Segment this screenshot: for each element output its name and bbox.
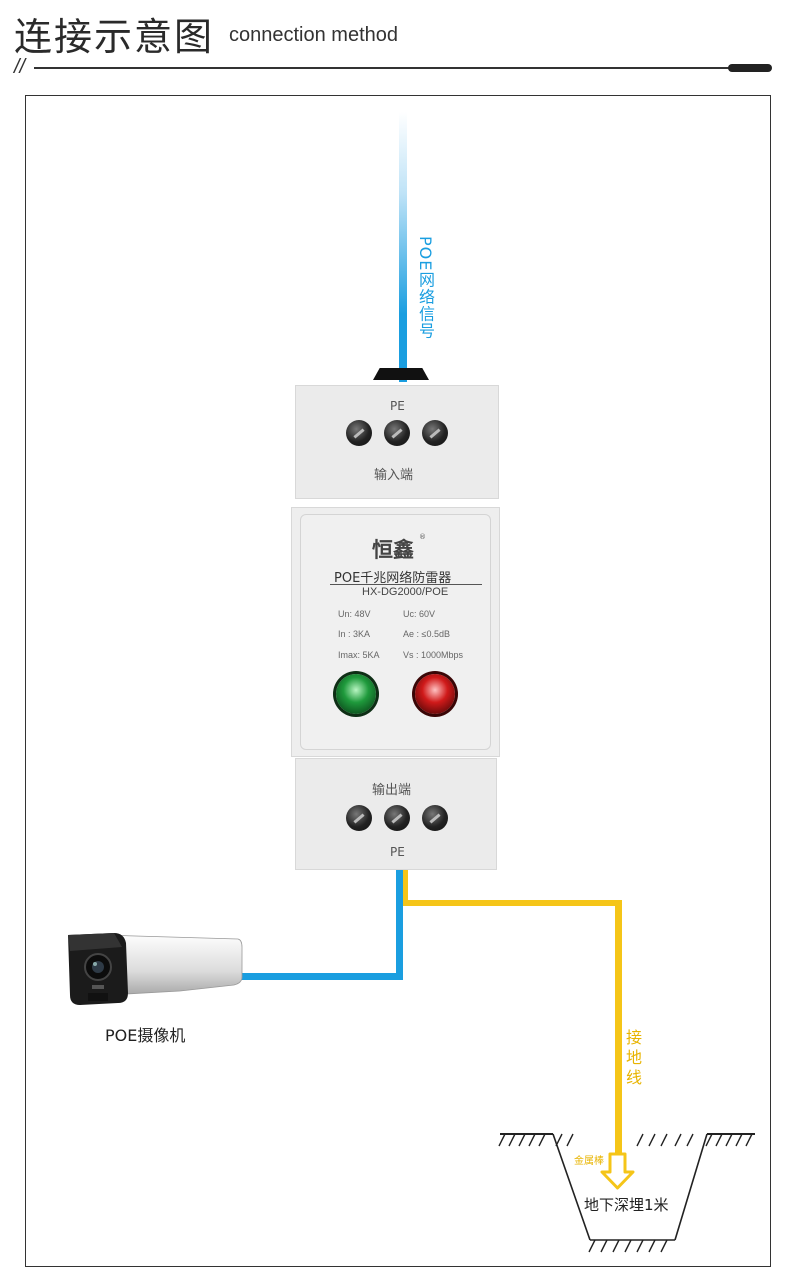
input-terminal-block: PE 输入端	[295, 385, 499, 499]
ground-wire-vertical	[615, 900, 622, 1155]
spec-uc: Uc: 60V	[403, 609, 436, 619]
signal-wire-down	[396, 870, 403, 980]
metal-rod-label: 金属棒	[574, 1156, 604, 1167]
input-port-label: 输入端	[374, 468, 414, 483]
output-terminal-3	[422, 805, 448, 831]
output-pe-label: PE	[390, 845, 405, 859]
surge-protector-body: 恒鑫 ® POE千兆网络防雷器 HX-DG2000/POE Un: 48V Uc…	[291, 507, 500, 757]
spec-vs: Vs : 1000Mbps	[403, 650, 464, 660]
inner-panel	[300, 514, 491, 750]
header-rule	[34, 67, 734, 69]
signal-wire-top	[399, 112, 407, 382]
signal-label: POE网络信号	[416, 236, 435, 340]
depth-label: 地下深埋1米	[584, 1196, 669, 1214]
output-terminal-2	[384, 805, 410, 831]
ground-wire-label: 接地线	[626, 1028, 643, 1087]
header-slashes: //	[14, 56, 26, 78]
page-subtitle: connection method	[229, 24, 399, 46]
input-terminal-3	[422, 420, 448, 446]
spec-ae: Ae : ≤0.5dB	[403, 629, 450, 639]
diagram-frame	[25, 95, 771, 1267]
output-terminal-block: 输出端 PE	[295, 758, 497, 870]
output-port-label: 输出端	[372, 783, 412, 798]
header-rule-cap	[728, 64, 772, 72]
cable-gland	[373, 368, 429, 380]
green-led-indicator	[336, 674, 376, 714]
product-underline	[330, 584, 482, 585]
spec-imax: Imax: 5KA	[338, 650, 380, 660]
product-name: POE千兆网络防雷器	[334, 571, 452, 586]
input-terminal-2	[384, 420, 410, 446]
spec-in: In : 3KA	[338, 629, 371, 639]
trademark-icon: ®	[419, 533, 426, 541]
brand-logo: 恒鑫	[372, 537, 414, 562]
ground-wire-stub	[403, 870, 408, 905]
input-terminal-1	[346, 420, 372, 446]
spec-un: Un: 48V	[338, 609, 371, 619]
signal-wire-to-camera	[236, 973, 403, 980]
camera-icon	[68, 933, 243, 1005]
ground-pit-diagram	[498, 1133, 755, 1253]
ground-wire-horizontal	[403, 900, 622, 906]
input-pe-label: PE	[390, 399, 405, 413]
output-terminal-1	[346, 805, 372, 831]
camera-label: POE摄像机	[105, 1026, 186, 1045]
model-number: HX-DG2000/POE	[362, 586, 449, 598]
red-led-indicator	[415, 674, 455, 714]
page-title: 连接示意图	[14, 15, 215, 59]
